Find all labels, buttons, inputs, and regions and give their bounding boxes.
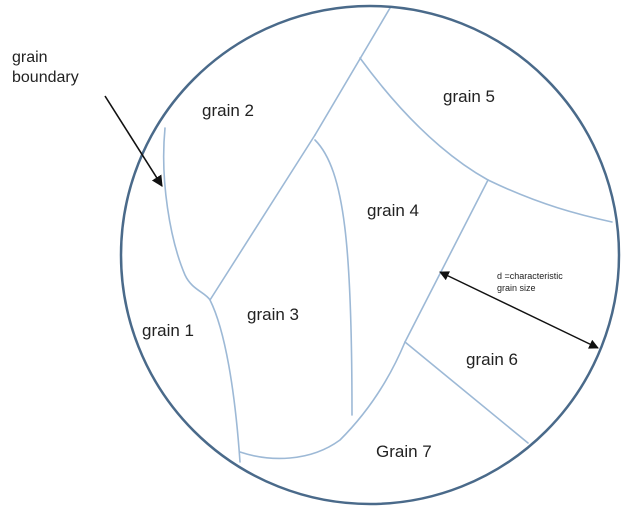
boundary-grain4-grain7 <box>239 341 406 460</box>
grain-1-label: grain 1 <box>142 321 194 340</box>
grain-7-label: Grain 7 <box>376 442 432 461</box>
field-of-view-circle <box>119 4 621 506</box>
grain-size-annotation-line2: grain size <box>497 283 536 293</box>
grain-boundary-label: grain boundary <box>12 48 79 88</box>
boundary-grain2-grain4 <box>314 7 391 136</box>
grain-6-label: grain 6 <box>466 350 518 369</box>
grain-5-label: grain 5 <box>443 87 495 106</box>
boundary-grain1-grain2 <box>162 127 241 463</box>
grain-boundary-label-line1: grain <box>12 49 48 66</box>
boundary-grain4-grain6 <box>404 179 489 343</box>
boundary-grain2-grain3 <box>209 134 316 301</box>
boundary-grain5-grain6 <box>487 179 613 223</box>
grain-size-arrow <box>439 271 599 349</box>
grain-3-label: grain 3 <box>247 305 299 324</box>
boundary-grain6-grain7 <box>404 341 529 444</box>
grain-boundary-label-line2: boundary <box>12 69 79 86</box>
grain-size-annotation: d =characteristic grain size <box>497 270 563 294</box>
boundary-grain3-grain4 <box>314 139 353 416</box>
grain-4-label: grain 4 <box>367 201 419 220</box>
boundary-grain4-grain5 <box>359 57 489 181</box>
grain-2-label: grain 2 <box>202 101 254 120</box>
grain-boundary-arrow <box>104 95 163 187</box>
grain-size-annotation-line1: d =characteristic <box>497 271 563 281</box>
